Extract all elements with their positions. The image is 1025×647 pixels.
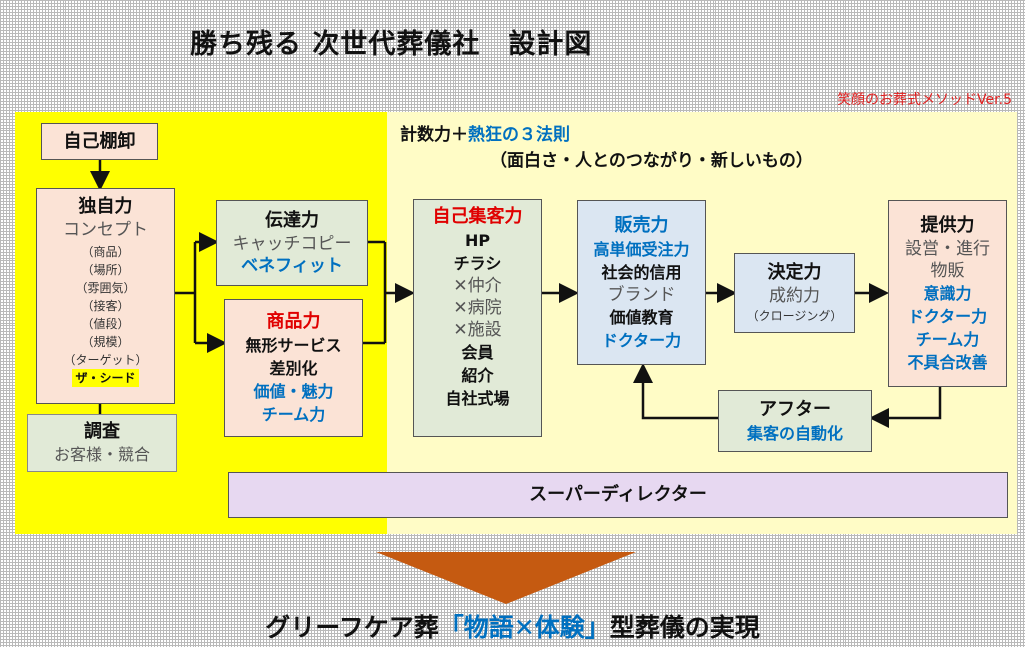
provision-line3: 意識力 xyxy=(923,283,972,303)
self-attraction-line2: チラシ xyxy=(453,254,502,273)
provision-line4: ドクター力 xyxy=(907,306,988,326)
arrow-provision-to-after xyxy=(869,387,942,428)
provision-line5: チーム力 xyxy=(915,329,980,349)
super-director-label: スーパーディレクター xyxy=(529,484,707,505)
communication-box: 伝達力 キャッチコピー ベネフィット xyxy=(216,200,368,286)
sales-line2: 社会的信用 xyxy=(601,262,682,282)
product-line1: 無形サービス xyxy=(245,336,342,355)
provision-line2: 物販 xyxy=(930,260,965,281)
sales-box: 販売力 高単価受注力 社会的信用 ブランド 価値教育 ドクター力 xyxy=(577,200,706,365)
provision-line1: 設営・進行 xyxy=(905,238,990,259)
self-attraction-line5: ✕施設 xyxy=(453,320,502,340)
self-attraction-line1: HP xyxy=(464,231,491,250)
down-arrow-icon xyxy=(376,552,636,604)
decision-title: 決定力 xyxy=(767,262,822,283)
self-inventory-box: 自己棚卸 xyxy=(41,123,158,160)
self-attraction-title: 自己集客力 xyxy=(432,206,523,227)
super-director-bar: スーパーディレクター xyxy=(228,472,1008,518)
sales-line3: ブランド xyxy=(607,284,676,305)
communication-line1: キャッチコピー xyxy=(232,234,352,254)
originality-item: （場所） xyxy=(81,263,130,277)
product-line3: 価値・魅力 xyxy=(253,382,334,401)
self-attraction-line6: 会員 xyxy=(461,343,494,362)
result-line: グリーフケア葬「物語✕体験」型葬儀の実現 xyxy=(0,608,1025,644)
self-attraction-line7: 紹介 xyxy=(461,366,494,385)
originality-box: 独自力 コンセプト （商品） （場所） （雰囲気） （接客） （値段） （規模）… xyxy=(36,188,175,404)
provision-box: 提供力 設営・進行 物販 意識力 ドクター力 チーム力 不具合改善 xyxy=(888,200,1007,387)
decision-line2: （クロージング） xyxy=(746,309,843,323)
decision-box: 決定力 成約力 （クロージング） xyxy=(734,253,855,333)
result-prefix: グリーフケア葬 xyxy=(265,613,439,642)
research-title: 調査 xyxy=(84,421,120,442)
research-box: 調査 お客様・競合 xyxy=(27,414,177,472)
product-box: 商品力 無形サービス 差別化 価値・魅力 チーム力 xyxy=(224,299,363,437)
originality-item: （ターゲット） xyxy=(63,353,148,367)
product-title: 商品力 xyxy=(266,311,321,332)
product-line4: チーム力 xyxy=(261,405,326,424)
originality-title: 独自力 xyxy=(78,196,133,217)
originality-item: （値段） xyxy=(81,317,130,331)
after-box: アフター 集客の自動化 xyxy=(718,390,872,452)
after-title: アフター xyxy=(759,398,831,420)
result-quote: 「物語✕体験」 xyxy=(438,613,610,642)
research-text: お客様・競合 xyxy=(53,445,150,464)
law-title-highlight: 熱狂の３法則 xyxy=(468,125,570,145)
provision-line6: 不具合改善 xyxy=(907,352,988,372)
self-attraction-line4: ✕病院 xyxy=(453,298,502,318)
product-line2: 差別化 xyxy=(269,359,318,378)
originality-item: （規模） xyxy=(81,335,130,349)
originality-concept: コンセプト xyxy=(63,220,148,240)
self-attraction-line8: 自社式場 xyxy=(445,389,510,408)
law-subtitle: （面白さ・人とのつながり・新しいもの） xyxy=(490,151,813,171)
communication-title: 伝達力 xyxy=(265,210,319,231)
arrow-after-to-sales xyxy=(633,363,718,420)
sales-title: 販売力 xyxy=(614,214,669,236)
page-title: 勝ち残る 次世代葬儀社 設計図 xyxy=(190,29,593,60)
originality-item: （接客） xyxy=(81,299,130,313)
result-suffix: 型葬儀の実現 xyxy=(609,613,760,642)
originality-item: （商品） xyxy=(81,245,130,259)
law-title-prefix: 計数力＋ xyxy=(400,125,468,145)
communication-line2: ベネフィット xyxy=(241,256,343,276)
sales-line5: ドクター力 xyxy=(601,330,682,350)
self-inventory-label: 自己棚卸 xyxy=(63,130,136,152)
sales-line1: 高単価受注力 xyxy=(593,239,690,259)
self-attraction-line3: ✕仲介 xyxy=(453,276,502,296)
originality-item: （雰囲気） xyxy=(75,281,136,295)
after-line1: 集客の自動化 xyxy=(746,423,843,443)
version-note: 笑顔のお葬式メソッドVer.5 xyxy=(837,92,1012,108)
sales-line4: 価値教育 xyxy=(609,307,674,327)
self-attraction-box: 自己集客力 HP チラシ ✕仲介 ✕病院 ✕施設 会員 紹介 自社式場 xyxy=(413,199,542,437)
originality-highlight: ザ・シード xyxy=(72,369,139,387)
provision-title: 提供力 xyxy=(920,214,975,236)
law-title: 計数力＋熱狂の３法則 xyxy=(400,120,570,145)
decision-line1: 成約力 xyxy=(769,286,820,306)
